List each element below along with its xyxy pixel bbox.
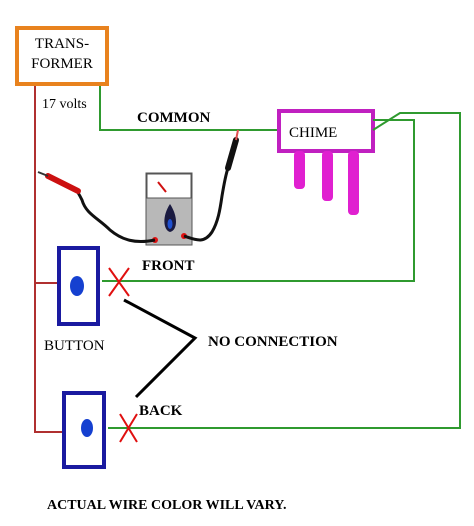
no-connection-pointer <box>123 298 198 399</box>
front-cross-icon <box>108 267 130 297</box>
chime-box <box>277 109 375 153</box>
chime-tube <box>322 151 333 201</box>
transformer-box <box>15 26 109 86</box>
red-wire <box>34 86 62 433</box>
back-label: BACK <box>139 403 183 419</box>
meter-probe-right-tip <box>235 129 239 141</box>
meter-probe-left-tip <box>37 171 49 177</box>
meter-probe-left <box>45 173 81 194</box>
common-wire <box>99 86 278 131</box>
common-label: COMMON <box>137 110 210 126</box>
chime-label: CHIME <box>289 125 337 141</box>
multimeter-flame-highlight <box>167 219 173 229</box>
meter-lead-right <box>183 167 230 242</box>
front-wire <box>102 119 415 282</box>
multimeter-display <box>146 173 192 199</box>
voltage-label: 17 volts <box>42 97 87 112</box>
transformer-label-line2: FORMER <box>31 56 93 72</box>
multimeter-needle <box>157 181 167 193</box>
button-label: BUTTON <box>44 338 105 354</box>
meter-probe-right <box>225 137 239 171</box>
back-cross-icon <box>119 413 138 443</box>
back-button-dot <box>81 419 93 437</box>
chime-tube <box>348 151 359 215</box>
no-connection-label: NO CONNECTION <box>208 334 338 350</box>
front-label: FRONT <box>142 258 195 274</box>
transformer-label-line1: TRANS- <box>35 36 89 52</box>
back-wire <box>108 112 461 429</box>
multimeter-flame-icon <box>164 204 176 232</box>
footer-note: ACTUAL WIRE COLOR WILL VARY. <box>47 498 287 513</box>
chime-tube <box>294 151 305 189</box>
meter-lead-left <box>74 188 156 244</box>
front-button-dot <box>70 276 84 296</box>
